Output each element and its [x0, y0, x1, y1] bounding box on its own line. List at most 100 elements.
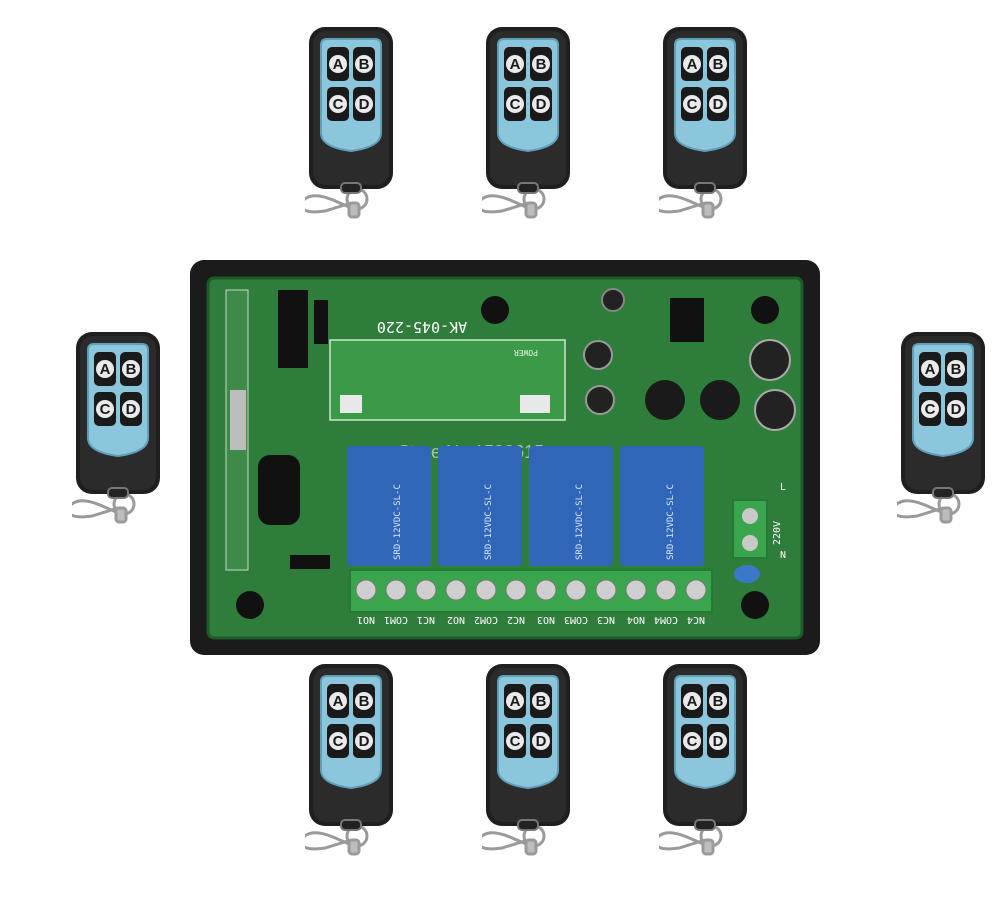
terminal-screw — [415, 579, 437, 601]
terminal-screw — [595, 579, 617, 601]
svg-text:SRD-12VDC-SL-C: SRD-12VDC-SL-C — [666, 484, 676, 560]
line-label-n: N — [780, 550, 786, 561]
remote-top-left: A B C D — [305, 25, 397, 235]
button-label-c: C — [100, 401, 111, 418]
button-d: D — [530, 87, 552, 121]
terminal-block — [349, 569, 713, 613]
ic-chip — [278, 290, 308, 368]
button-label-c: C — [687, 733, 698, 750]
voltage-label: 220V — [772, 521, 783, 545]
button-label-a: A — [925, 361, 936, 378]
capacitors — [583, 288, 796, 431]
button-label-d: D — [713, 96, 724, 113]
button-b: B — [353, 47, 375, 81]
regulator-ic — [670, 298, 704, 342]
button-label-d: D — [713, 733, 724, 750]
button-label-a: A — [100, 361, 111, 378]
button-c: C — [327, 724, 349, 758]
button-label-d: D — [536, 733, 547, 750]
terminal-label: COM4 — [654, 614, 678, 625]
model-label: AK-045-220 — [377, 318, 467, 336]
terminal-screw — [565, 579, 587, 601]
antenna-coil — [258, 455, 300, 525]
button-a: A — [681, 684, 703, 718]
button-c: C — [327, 87, 349, 121]
button-b: B — [120, 352, 142, 386]
terminal-label: NO2 — [447, 614, 465, 625]
button-label-b: B — [713, 693, 724, 710]
button-c: C — [681, 724, 703, 758]
terminal-screw — [355, 579, 377, 601]
terminal-screw — [445, 579, 467, 601]
button-d: D — [353, 724, 375, 758]
relay-3: SRD-12VDC-SL-C — [529, 446, 613, 566]
terminal-label: NC3 — [597, 614, 615, 625]
button-c: C — [504, 724, 526, 758]
button-b: B — [530, 47, 552, 81]
svg-text:SRD-12VDC-SL-C: SRD-12VDC-SL-C — [575, 484, 585, 560]
button-c: C — [919, 392, 941, 426]
button-label-c: C — [510, 96, 521, 113]
button-a: A — [327, 684, 349, 718]
button-label-a: A — [333, 693, 344, 710]
button-label-b: B — [536, 56, 547, 73]
terminal-label: NC4 — [687, 614, 705, 625]
button-label-b: B — [359, 693, 370, 710]
button-label-d: D — [126, 401, 137, 418]
remote-bottom-center: A B C D — [482, 662, 574, 872]
button-label-b: B — [536, 693, 547, 710]
button-label-c: C — [333, 96, 344, 113]
receiver-board: POWER AK-045-220 Store No.1523615 SRD-12… — [190, 260, 820, 655]
terminal-label: NO3 — [537, 614, 555, 625]
button-label-a: A — [510, 693, 521, 710]
button-b: B — [530, 684, 552, 718]
button-label-d: D — [536, 96, 547, 113]
relay-4: SRD-12VDC-SL-C — [620, 446, 704, 566]
button-label-a: A — [687, 693, 698, 710]
power-area — [329, 339, 566, 421]
button-d: D — [945, 392, 967, 426]
terminal-screw — [385, 579, 407, 601]
button-d: D — [530, 724, 552, 758]
power-label: POWER — [514, 348, 538, 357]
svg-text:SRD-12VDC-SL-C: SRD-12VDC-SL-C — [484, 484, 494, 560]
button-label-d: D — [951, 401, 962, 418]
button-label-c: C — [687, 96, 698, 113]
button-d: D — [353, 87, 375, 121]
terminal-screw — [685, 579, 707, 601]
button-label-d: D — [359, 96, 370, 113]
button-c: C — [681, 87, 703, 121]
button-label-a: A — [333, 56, 344, 73]
remote-bottom-right: A B C D — [659, 662, 751, 872]
terminal-screw — [475, 579, 497, 601]
button-label-c: C — [925, 401, 936, 418]
relay-2: SRD-12VDC-SL-C — [438, 446, 522, 566]
terminal-screws — [355, 579, 707, 601]
button-a: A — [919, 352, 941, 386]
terminal-screw — [505, 579, 527, 601]
terminal-label: NO4 — [627, 614, 645, 625]
button-a: A — [94, 352, 116, 386]
terminal-label: COM2 — [474, 614, 498, 625]
terminal-label: COM1 — [384, 614, 408, 625]
button-b: B — [707, 47, 729, 81]
terminal-label: COM3 — [564, 614, 588, 625]
button-label-a: A — [510, 56, 521, 73]
button-label-c: C — [510, 733, 521, 750]
relay-1: SRD-12VDC-SL-C — [347, 446, 431, 566]
button-b: B — [945, 352, 967, 386]
button-label-b: B — [359, 56, 370, 73]
button-c: C — [504, 87, 526, 121]
terminal-screw — [535, 579, 557, 601]
button-a: A — [327, 47, 349, 81]
blue-capacitor — [734, 565, 760, 583]
remote-middle-left: A B C D — [72, 330, 164, 540]
remote-top-right: A B C D — [659, 25, 751, 235]
button-c: C — [94, 392, 116, 426]
remote-top-center: A B C D — [482, 25, 574, 235]
svg-text:SRD-12VDC-SL-C: SRD-12VDC-SL-C — [393, 484, 403, 560]
button-label-b: B — [713, 56, 724, 73]
button-b: B — [707, 684, 729, 718]
button-a: A — [504, 47, 526, 81]
